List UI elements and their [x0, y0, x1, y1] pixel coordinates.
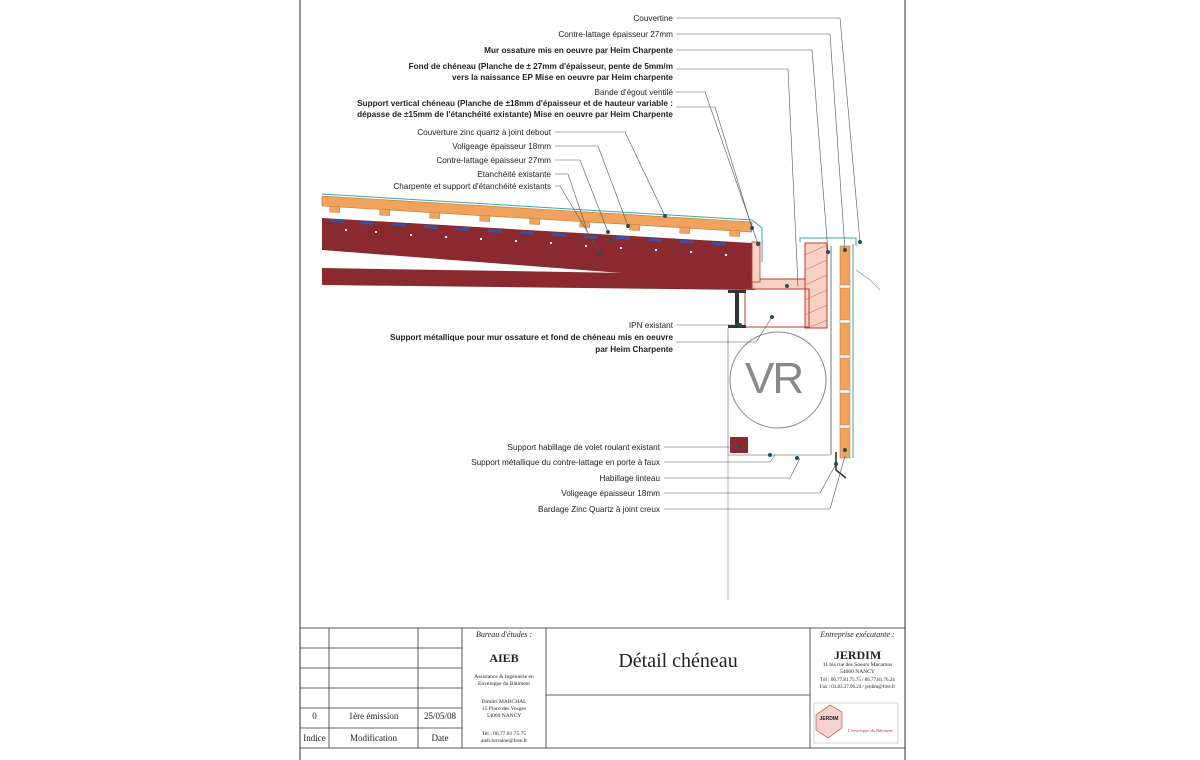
support-metallique — [744, 288, 810, 328]
label-contre-lattage-top: Contre-lattage épaisseur 27mm — [558, 30, 673, 39]
drawing-title: Détail chéneau — [618, 650, 738, 672]
label-support-contre-lattage: Support métallique du contre-lattage en … — [471, 458, 660, 467]
volet-roulant-circle — [729, 331, 827, 429]
title-block-grid — [299, 627, 906, 749]
couverture-zinc — [321, 193, 763, 262]
facade-wall-line — [855, 269, 881, 291]
voligeage-contre-lattage — [321, 195, 753, 233]
support-vertical-cheneau — [751, 241, 761, 283]
etancheite-existante — [329, 219, 726, 246]
jerdim-logo-tagline: L'enveloppe du Bâtiment — [847, 728, 893, 733]
entreprise-fax: Fax : 03.83.37.96.24 / jerdim@free.fr — [819, 685, 896, 690]
label-fond-cheneau-2: vers la naissance EP Mise en oeuvre par … — [451, 73, 673, 82]
bureau-mail: aieb.lorraine@free.fr — [480, 738, 528, 744]
bureau-contact3: 54000 NANCY — [486, 713, 522, 719]
header-indice: Indice — [303, 733, 326, 743]
label-support-vertical-1: Support vertical chéneau (Planche de ±18… — [357, 99, 673, 108]
label-voligeage-bottom: Voligeage épaisseur 18mm — [561, 489, 660, 498]
entreprise-addr1: 11 bis rue des Soeurs Macarons — [822, 662, 893, 668]
jerdim-logo-mark — [815, 704, 843, 739]
support-habillage-volet — [730, 437, 748, 453]
label-support-volet: Support habillage de volet roulant exist… — [507, 443, 660, 452]
label-etancheite: Etanchéité existante — [477, 170, 551, 179]
bureau-line2: Enveloppe du Bâtiment — [478, 681, 530, 687]
ipn-existant — [728, 290, 746, 328]
bureau-tel: Tel : 06.77.81.75.75 — [481, 731, 527, 737]
label-couverture-zinc: Couverture zinc quartz à joint debout — [417, 128, 551, 137]
label-fond-cheneau-1: Fond de chéneau (Planche de ± 27mm d'épa… — [408, 62, 673, 71]
bureau-contact1: Dimitri MARCHAL — [481, 699, 527, 705]
fond-de-cheneau — [751, 278, 813, 290]
entreprise-heading: Entreprise exécutante : — [820, 630, 895, 639]
header-modification: Modification — [350, 733, 397, 743]
bureau-heading: Bureau d'études : — [475, 630, 533, 639]
rafter-marks — [345, 229, 727, 256]
bureau-line1: Assistance & Ingénierie en — [474, 674, 534, 680]
label-support-metallique-2: par Heim Charpente — [595, 345, 673, 354]
label-voligeage: Voligeage épaisseur 18mm — [452, 142, 551, 151]
label-support-metallique-1: Support métallique pour mur ossature et … — [390, 333, 673, 342]
revision-index: 0 — [312, 711, 317, 721]
mur-ossature — [804, 242, 828, 329]
couvertine — [799, 237, 857, 246]
entreprise-addr2: 54000 NANCY — [840, 669, 875, 675]
label-bande-egout: Bande d'égout ventilé — [594, 88, 674, 97]
rafter-main — [322, 218, 752, 283]
label-mur-ossature: Mur ossature mis en oeuvre par Heim Char… — [484, 46, 673, 55]
bureau-name: AIEB — [489, 651, 519, 665]
bureau-contact2: 15 Place des Vosges — [481, 706, 527, 712]
entreprise-name: JERDIM — [833, 648, 882, 662]
leader-lines — [555, 17, 861, 510]
leader-dots — [598, 214, 862, 466]
jerdim-logo-text: JERDIM — [819, 716, 839, 722]
label-couvertine: Couvertine — [633, 14, 673, 23]
facade-battens — [839, 284, 851, 429]
bardage-drip — [835, 452, 847, 479]
revision-modification: 1ère émission — [348, 711, 399, 721]
label-charpente: Charpente et support d'étanchéité exista… — [393, 182, 551, 191]
label-habillage-linteau: Habillage linteau — [599, 474, 660, 483]
label-ipn: IPN existant — [628, 321, 673, 330]
entreprise-tel: Tél : 06.77.81.75.75 / 06.77.81.76.24 — [820, 678, 895, 683]
vr-symbol: VR — [745, 354, 804, 403]
header-date: Date — [431, 733, 449, 743]
label-contre-lattage: Contre-lattage épaisseur 27mm — [436, 156, 551, 165]
label-bardage: Bardage Zinc Quartz à joint creux — [538, 505, 660, 514]
revision-date: 25/05/08 — [423, 711, 456, 721]
label-support-vertical-2: dépasse de ±15mm de l'étanchéité existan… — [357, 110, 673, 119]
